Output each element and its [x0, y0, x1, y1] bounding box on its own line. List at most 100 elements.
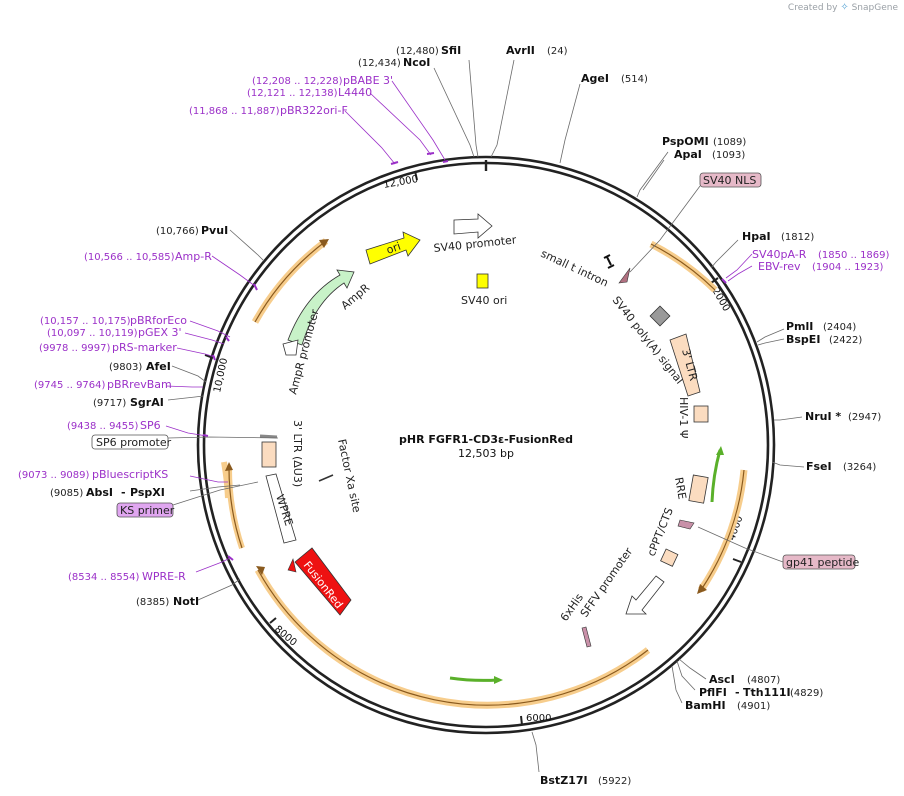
ori-arrow	[365, 231, 421, 265]
ltr3-box	[669, 333, 701, 397]
site-asci-num: (4807)	[747, 675, 780, 686]
ampr-label: AmpR	[339, 281, 373, 312]
primer-pbrrevbam-num: (9745 .. 9764)	[34, 380, 106, 391]
tick-label-6000: 6000	[526, 713, 551, 724]
sv40-polya-box	[649, 305, 671, 327]
site-pflfi-name: PflFI	[699, 686, 727, 699]
site-labels: (12,480) SfiI (12,434) NcoI AvrII (24) A…	[50, 44, 881, 787]
sv40-ori-box	[476, 273, 489, 289]
ltr3-du3-cap	[259, 434, 278, 439]
site-tth111i-name: Tth111I	[743, 686, 791, 699]
sv40-promoter-arrow	[453, 213, 493, 239]
site-absi-num: (9085)	[50, 488, 83, 499]
orf-line-cd3e	[257, 569, 649, 706]
primer-ampr-num: (10,566 .. 10,585)	[84, 252, 175, 263]
site-noti-name: NotI	[173, 595, 199, 608]
snapgene-watermark: Created by ✧ SnapGene	[788, 2, 898, 13]
site-afei-num: (9803)	[109, 362, 142, 373]
rre-box	[688, 474, 709, 504]
orf-line-sv40	[650, 243, 716, 291]
site-nrui-num: (2947)	[848, 412, 881, 423]
snapgene-brand-text: SnapGene	[851, 3, 898, 13]
sv40-promoter-label: SV40 promoter	[433, 233, 517, 255]
primer-pbabe3-num: (12,208 .. 12,228)	[252, 76, 343, 87]
ks-primer-label: KS primer	[120, 504, 175, 517]
fusionred-arrow	[294, 547, 352, 616]
primer-pgex3-name: pGEX 3'	[138, 326, 182, 339]
primer-pbrforeco-name: pBRforEco	[130, 314, 187, 327]
site-fsei-name: FseI	[806, 460, 832, 473]
site-pflfi-dash: -	[735, 686, 740, 699]
site-pspomi-name: PspOMI	[662, 135, 709, 148]
site-hpai-name: HpaI	[742, 230, 771, 243]
primer-labels: (12,208 .. 12,228) pBABE 3' (12,121 .. 1…	[18, 74, 890, 583]
sv40-nls-label: SV40 NLS	[703, 174, 756, 187]
hiv-psi-label: HIV-1 Ψ	[677, 397, 690, 439]
tick-label-12000: 12,000	[383, 174, 419, 191]
primer-pbr322orif-name: pBR322ori-F	[280, 104, 348, 117]
primer-ticks	[202, 152, 727, 561]
tick-label-10000: 10,000	[212, 357, 230, 394]
site-agei-name: AgeI	[581, 72, 609, 85]
site-pspxi-name: PspXI	[130, 486, 165, 499]
site-pvui-name: PvuI	[201, 224, 228, 237]
site-avrii-name: AvrII	[506, 44, 535, 57]
sp6-promoter-box	[91, 434, 169, 450]
rre-label: RRE	[672, 476, 689, 500]
primer-leaders	[165, 80, 753, 573]
primer-pbr322orif-num: (11,868 .. 11,887)	[189, 106, 280, 117]
site-nrui-name: NruI *	[805, 410, 841, 423]
site-sgrai-name: SgrAI	[130, 396, 164, 409]
orf-line-wpre	[228, 467, 243, 549]
site-bspei-name: BspEI	[786, 333, 820, 346]
site-sfii-name: SfiI	[441, 44, 461, 57]
site-bamhi-num: (4901)	[737, 701, 770, 712]
site-apai-num: (1093)	[712, 150, 745, 161]
site-bstz17i-num: (5922)	[598, 776, 631, 787]
site-sfii-num: (12,480)	[396, 46, 439, 57]
primer-pbrforeco-num: (10,157 .. 10,175)	[40, 316, 131, 327]
site-sgrai-num: (9717)	[93, 398, 126, 409]
primer-wprer-num: (8534 .. 8554)	[68, 572, 140, 583]
site-avrii-num: (24)	[547, 46, 568, 57]
primer-l4440-num: (12,121 .. 12,138)	[247, 88, 338, 99]
ampr-arrow	[287, 269, 355, 346]
site-bspei-num: (2422)	[829, 335, 862, 346]
green-arrow-bottom	[449, 676, 499, 682]
site-leaders	[167, 59, 805, 773]
primer-pgex3-num: (10,097 .. 10,119)	[47, 328, 138, 339]
primer-sv40par-num: (1850 .. 1869)	[818, 250, 890, 261]
primer-ampr-name: Amp-R	[175, 250, 212, 263]
site-absi-dash: -	[121, 486, 126, 499]
sv40-nls-mark	[618, 267, 631, 284]
orf-bands	[221, 238, 748, 709]
primer-ebvrev-name: EBV-rev	[758, 260, 801, 273]
site-bamhi-name: BamHI	[685, 699, 726, 712]
primer-sp6-num: (9438 .. 9455)	[67, 421, 139, 432]
factor-xa-label: Factor Xa site	[335, 438, 363, 514]
orf-band-wpre	[225, 467, 245, 549]
ltr3-du3-box	[261, 441, 277, 468]
cppt-box	[660, 548, 679, 567]
sv40-nls-box	[699, 172, 762, 188]
sv40-ori-label: SV40 ori	[461, 294, 507, 307]
cppt-label: cPPT/CTS	[645, 506, 676, 558]
ks-primer-box	[116, 502, 174, 518]
hiv-psi-box	[693, 405, 709, 423]
primer-prsmarker-num: (9978 .. 9997)	[39, 343, 111, 354]
green-arrow-right	[710, 449, 722, 503]
his6-mark	[581, 626, 592, 648]
site-hpai-num: (1812)	[781, 232, 814, 243]
primer-pbrrevbam-name: pBRrevBam	[107, 378, 172, 391]
site-pmli-num: (2404)	[823, 322, 856, 333]
gp41-mark	[677, 519, 695, 530]
site-pvui-num: (10,766)	[156, 226, 199, 237]
primer-sv40par-name: SV40pA-R	[752, 248, 807, 261]
primer-l4440-name: L4440	[338, 86, 372, 99]
ori-label: ori	[385, 240, 403, 257]
primer-pbluescriptks-num: (9073 .. 9089)	[18, 470, 90, 481]
site-noti-num: (8385)	[136, 597, 169, 608]
site-agei-num: (514)	[621, 74, 648, 85]
ltr3-du3-label: 3' LTR (ΔU3)	[291, 420, 304, 487]
